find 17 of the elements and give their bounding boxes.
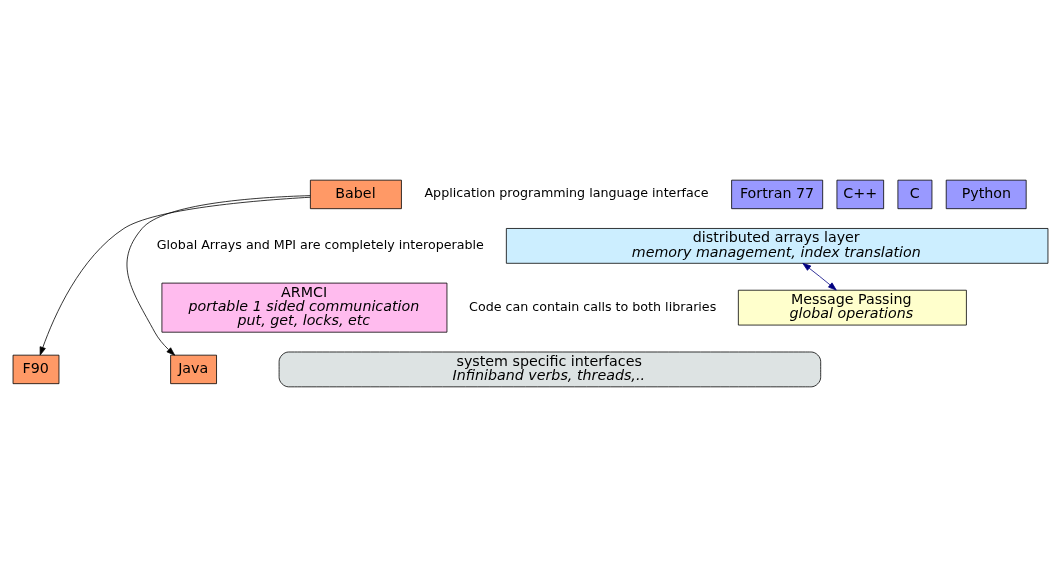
node-box: Message Passing global operations xyxy=(737,289,967,326)
arrow xyxy=(126,195,311,356)
label: Code can contain calls to both libraries xyxy=(469,298,717,314)
label: Application programming language interface xyxy=(424,185,709,201)
node-box: system specific interfaces Infiniband verbs, threads,.. xyxy=(278,351,822,388)
node-box: F90 xyxy=(12,354,60,385)
arrow xyxy=(39,196,311,356)
node-box: C++ xyxy=(836,179,885,210)
node-box: ARMCI portable 1 sided communication put, get, locks, etc xyxy=(161,282,448,333)
node-box: Python xyxy=(945,179,1027,210)
arrow xyxy=(802,262,837,291)
node-box: Babel xyxy=(309,179,402,210)
label: Global Arrays and MPI are completely interoperable xyxy=(156,236,484,252)
node-box: Fortran 77 xyxy=(731,179,824,210)
node-box: distributed arrays layer memory management, index translation xyxy=(505,228,1049,264)
node-box: C xyxy=(897,179,933,210)
node-box: Java xyxy=(170,354,217,385)
